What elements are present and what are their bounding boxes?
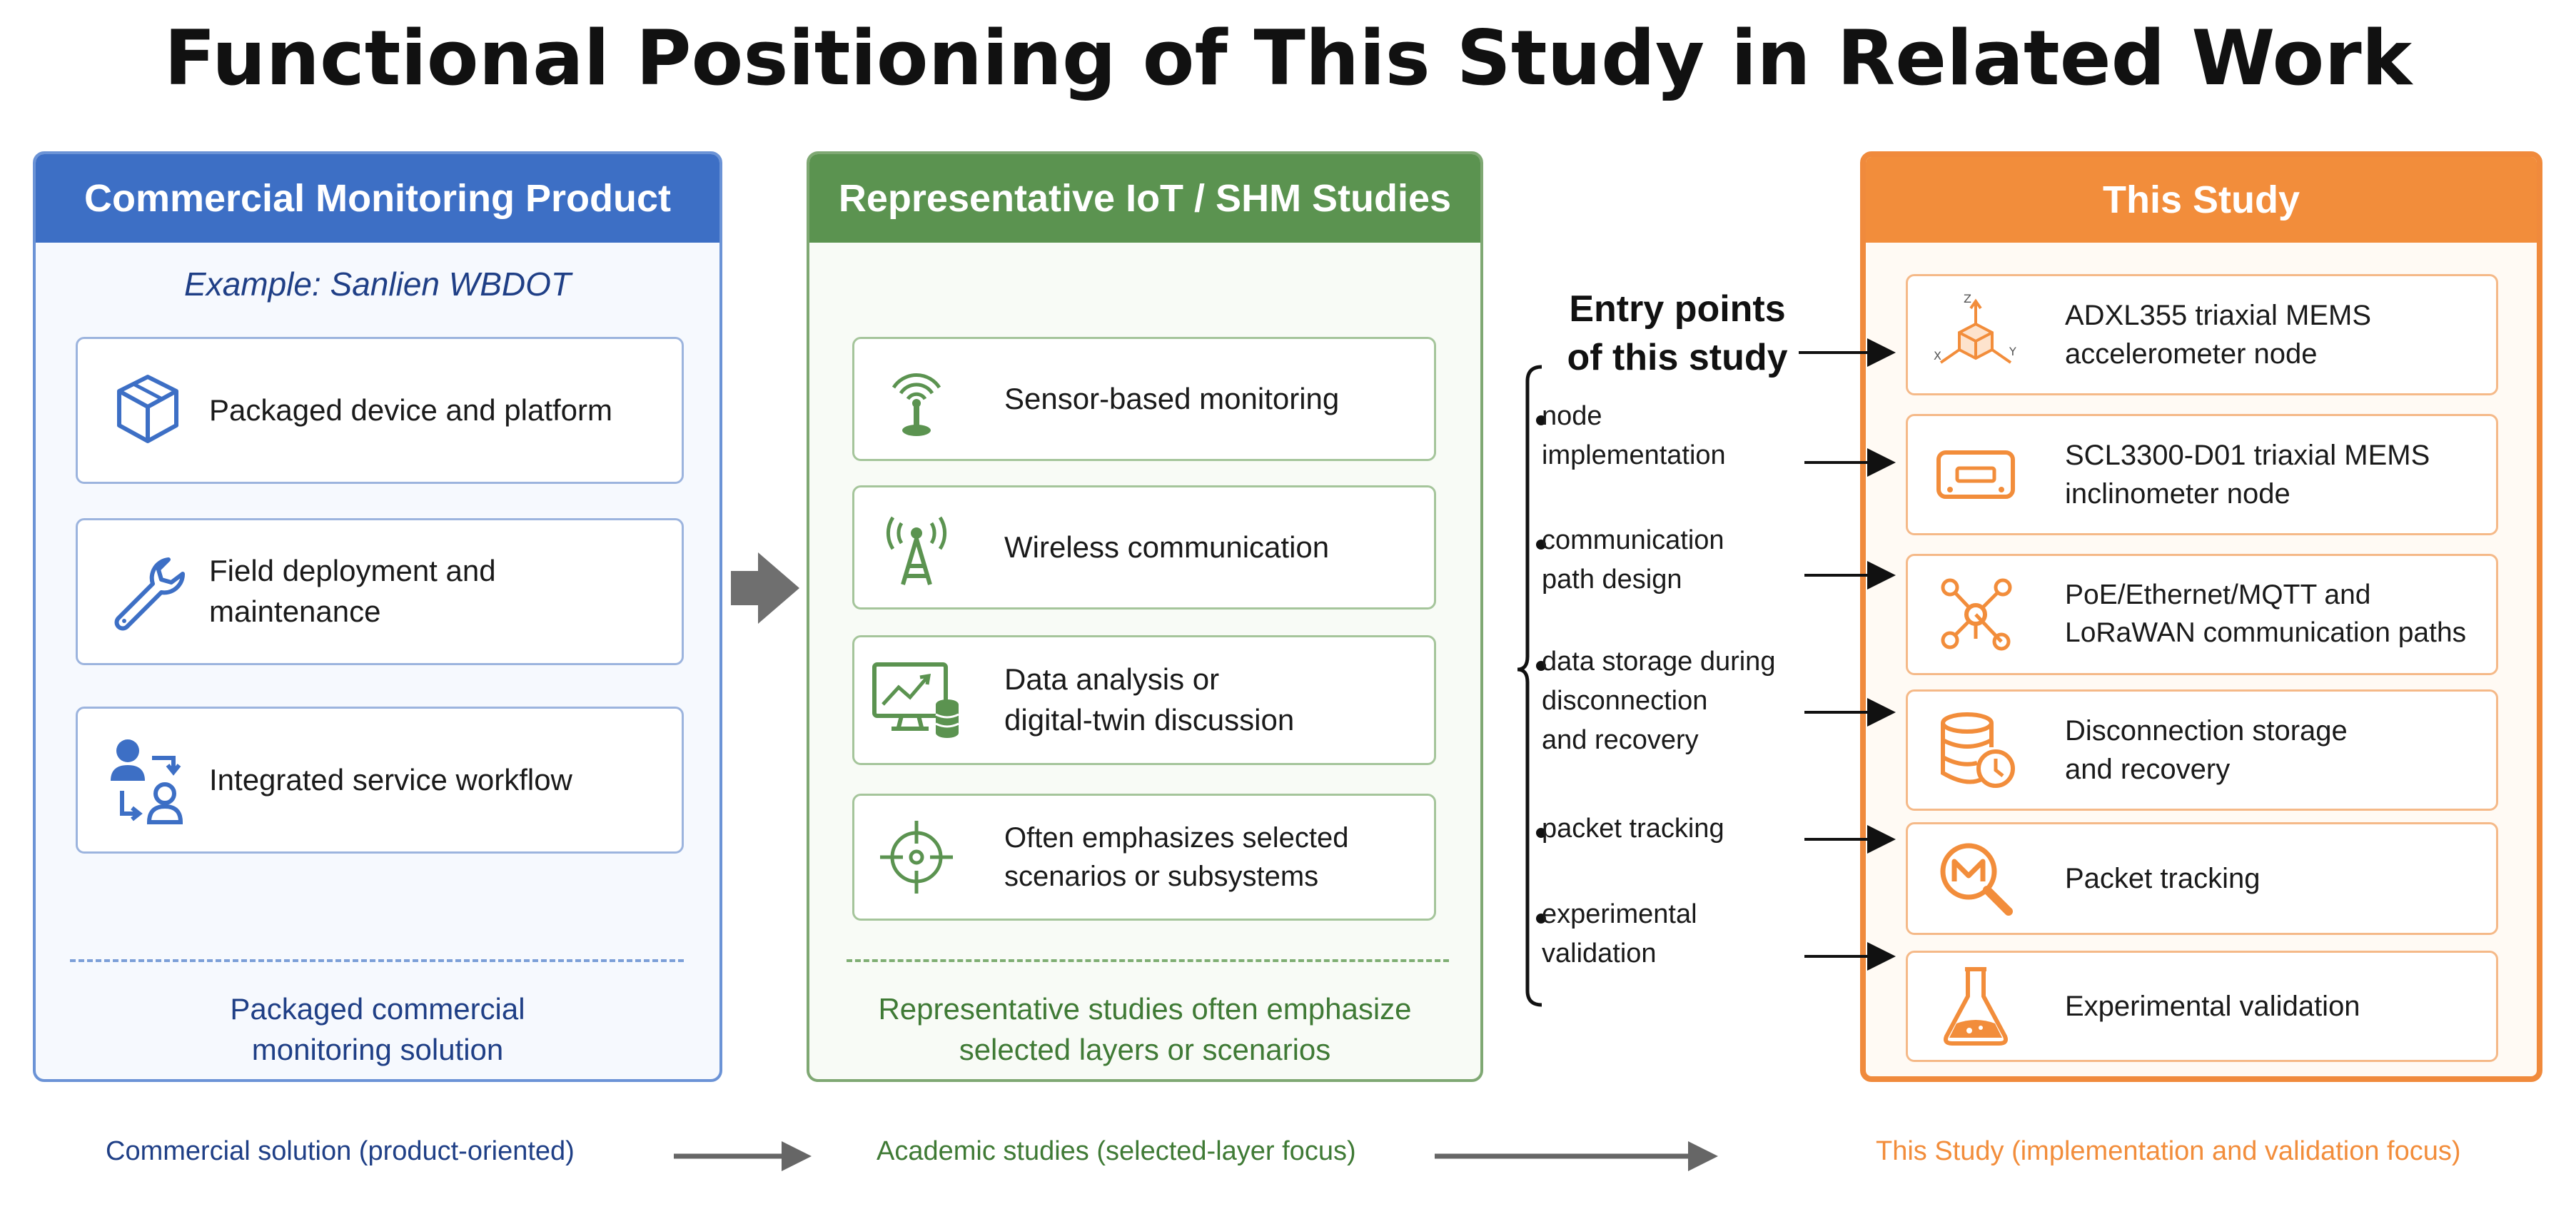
commercial-card-label: Integrated service workflow [209,762,572,796]
study-card-label: Experimental validation [2065,991,2360,1022]
axes-cube-icon: Z X Y [1929,288,2022,381]
commercial-footer-line: monitoring solution [251,1032,504,1066]
flask-icon [1929,960,2022,1053]
entry-item-storage: data storage during disconnection and re… [1542,642,1799,760]
academic-footer-line: Representative studies often emphasize [878,992,1412,1026]
academic-card-label: Often emphasizes selected scenarios or s… [1004,819,1420,896]
commercial-divider [70,959,684,962]
magnifier-packet-icon [1929,832,2022,925]
academic-card-label-line: Often emphasizes selected [1004,822,1349,854]
academic-card-label-line: scenarios or subsystems [1004,861,1319,892]
study-card-label-line: LoRaWAN communication paths [2065,617,2467,648]
sensor-signal-icon [870,353,963,445]
study-card-label-line: and recovery [2065,754,2231,785]
study-panel: This Study Z X Y ADXL355 triaxial MEMS a… [1860,151,2542,1082]
entry-item-line: packet tracking [1542,814,1724,844]
commercial-footer-line: Packaged commercial [230,992,525,1026]
academic-card-wireless: Wireless communication [852,485,1436,610]
entry-item-line: validation [1542,939,1657,969]
academic-panel-header: Representative IoT / SHM Studies [809,154,1480,243]
study-card-validation: Experimental validation [1906,951,2498,1062]
study-panel-header: This Study [1866,157,2537,243]
academic-card-label: Sensor-based monitoring [1004,381,1340,415]
academic-card-scenarios: Often emphasizes selected scenarios or s… [852,794,1436,921]
antenna-tower-icon [870,501,963,594]
study-card-label-line: accelerometer node [2065,338,2318,370]
page-title: Functional Positioning of This Study in … [163,14,2413,102]
entry-item-line: and recovery [1542,725,1699,756]
commercial-card-label: Field deployment and maintenance [209,554,496,628]
academic-panel: Representative IoT / SHM Studies Sensor-… [807,151,1483,1082]
study-card-storage: Disconnection storage and recovery [1906,689,2498,811]
package-box-icon [98,360,198,460]
entry-item-line: node [1542,401,1602,431]
wrench-icon [98,542,198,642]
entry-bullet [1536,540,1546,550]
axis-z-label: Z [1964,292,1971,305]
entry-brace [1517,365,1542,1007]
commercial-card-field-deployment: Field deployment and maintenance [76,518,684,665]
bottom-label-academic: Academic studies (selected-layer focus) [877,1136,1356,1166]
bottom-label-commercial: Commercial solution (product-oriented) [106,1136,575,1166]
commercial-card-integrated-service: Integrated service workflow [76,707,684,854]
entry-item-line: communication [1542,525,1724,555]
entry-item-validation: experimental validation [1542,895,1799,973]
entry-points-title-line: of this study [1567,336,1788,378]
academic-card-data-analysis: Data analysis or digital-twin discussion [852,635,1436,765]
inclinometer-device-icon [1929,428,2022,521]
study-card-label: ADXL355 triaxial MEMS accelerometer node [2065,296,2486,373]
study-card-communication: PoE/Ethernet/MQTT and LoRaWAN communicat… [1906,554,2498,675]
study-card-label: Packet tracking [2065,863,2261,894]
study-card-scl3300: SCL3300-D01 triaxial MEMS inclinometer n… [1906,414,2498,535]
entry-bullet [1536,828,1546,838]
academic-card-label-line: digital-twin discussion [1004,703,1295,737]
bottom-label-study: This Study (implementation and validatio… [1876,1136,2461,1166]
academic-divider [847,959,1449,962]
entry-bullet [1536,661,1546,671]
entry-item-communication: communication path design [1542,521,1799,600]
commercial-example: Example: Sanlien WBDOT [184,265,571,303]
target-crosshair-icon [870,811,963,904]
academic-card-sensor: Sensor-based monitoring [852,337,1436,461]
study-card-label: Disconnection storage and recovery [2065,712,2486,789]
entry-points-title: Entry points of this study [1527,285,1827,382]
study-card-label-line: PoE/Ethernet/MQTT and [2065,580,2371,611]
academic-card-label-line: Data analysis or [1004,662,1220,697]
entry-item-line: path design [1542,565,1682,595]
commercial-footer: Packaged commercial monitoring solution [36,989,719,1070]
study-card-label-line: ADXL355 triaxial MEMS [2065,300,2372,331]
study-card-adxl355: Z X Y ADXL355 triaxial MEMS acceleromete… [1906,274,2498,395]
entry-item-line: data storage during [1542,647,1776,677]
study-card-label: SCL3300-D01 triaxial MEMS inclinometer n… [2065,436,2486,513]
entry-points-title-line: Entry points [1569,288,1786,330]
commercial-card-packaged-device: Packaged device and platform [76,337,684,484]
axis-x-label: X [1934,349,1941,363]
entry-item-packet: packet tracking [1542,809,1799,849]
commercial-panel-header: Commercial Monitoring Product [36,154,719,243]
user-workflow-icon [98,730,198,830]
entry-bullet [1536,415,1546,425]
network-nodes-icon [1929,568,2022,661]
academic-card-label: Wireless communication [1004,530,1330,564]
study-card-packet-tracking: Packet tracking [1906,822,2498,935]
entry-bullet [1536,914,1546,924]
study-card-label-line: inclinometer node [2065,478,2290,510]
entry-item-line: disconnection [1542,686,1708,717]
entry-item-node: node implementation [1542,397,1799,475]
axis-y-label: Y [2009,345,2016,358]
commercial-panel: Commercial Monitoring Product Example: S… [33,151,722,1082]
study-card-label: PoE/Ethernet/MQTT and LoRaWAN communicat… [2065,577,2486,652]
academic-footer: Representative studies often emphasize s… [809,989,1480,1070]
study-card-label-line: Disconnection storage [2065,715,2348,747]
commercial-card-label: Packaged device and platform [209,393,613,427]
academic-card-label: Data analysis or digital-twin discussion [1004,659,1420,740]
database-clock-icon [1929,704,2022,796]
academic-footer-line: selected layers or scenarios [959,1032,1331,1066]
entry-item-line: implementation [1542,440,1726,471]
transition-arrow-icon [731,552,799,624]
study-card-label-line: SCL3300-D01 triaxial MEMS [2065,440,2430,471]
entry-item-line: experimental [1542,899,1697,929]
analytics-database-icon [870,654,963,747]
